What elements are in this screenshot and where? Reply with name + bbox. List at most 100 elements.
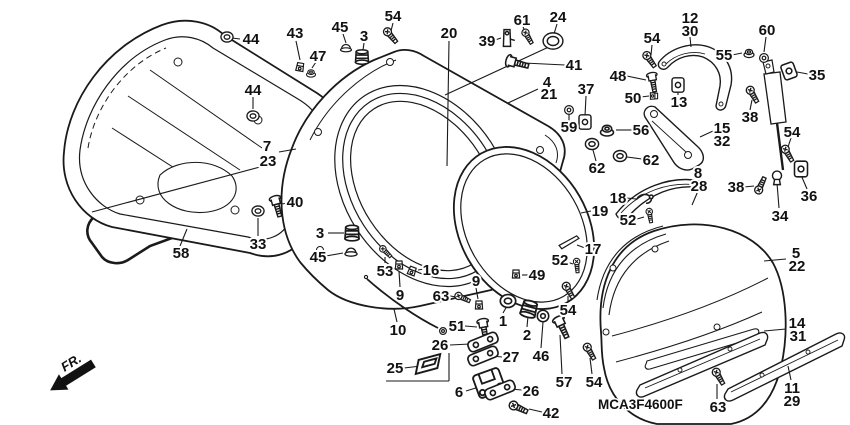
- leader-line: [311, 61, 317, 69]
- part-label-24: 24: [550, 9, 567, 26]
- leader-line: [576, 244, 586, 249]
- part-label-16: 16: [423, 262, 440, 279]
- bolt-icon: [503, 53, 531, 73]
- fr-direction-arrow: FR.: [50, 351, 96, 391]
- part-label-35: 35: [809, 67, 826, 84]
- part-label-23: 23: [260, 153, 277, 170]
- saddlebag-body-5-22: [596, 223, 787, 425]
- part-label-51: 51: [449, 318, 466, 335]
- part-label-38: 38: [742, 109, 759, 126]
- leader-line: [475, 287, 479, 300]
- leader-line: [528, 408, 543, 413]
- part-label-18: 18: [610, 190, 627, 207]
- rear-garnish-12-30: [657, 44, 733, 111]
- leader-line: [523, 62, 566, 66]
- block-icon: [671, 77, 685, 93]
- part-label-26: 26: [523, 383, 540, 400]
- part-label-13: 13: [671, 94, 688, 111]
- part-label-54: 54: [385, 8, 402, 25]
- grommet-icon: [220, 31, 234, 43]
- ball-icon: [771, 170, 783, 186]
- leader-line: [507, 88, 539, 104]
- part-label-55: 55: [716, 47, 733, 64]
- leader-line: [281, 202, 288, 205]
- washer-icon: [536, 309, 550, 323]
- part-label-28: 28: [691, 178, 708, 195]
- part-label-25: 25: [387, 360, 404, 377]
- screw-icon: [744, 84, 762, 105]
- leader-line: [776, 182, 780, 209]
- clip-icon: [474, 300, 484, 310]
- part-label-15: 15: [714, 120, 731, 137]
- part-label-60: 60: [759, 22, 776, 39]
- block-icon: [793, 160, 809, 178]
- diagram-code: MCA3F4600F: [598, 397, 683, 412]
- part-label-29: 29: [784, 393, 801, 410]
- part-label-9: 9: [396, 287, 404, 304]
- part-label-26: 26: [432, 337, 449, 354]
- leader-line: [444, 44, 554, 96]
- part-label-48: 48: [610, 68, 627, 85]
- part-label-47: 47: [310, 48, 327, 65]
- leader-line: [650, 44, 653, 56]
- leader-line: [446, 40, 450, 167]
- part-label-3: 3: [316, 225, 324, 242]
- opener-cable-10: [363, 274, 439, 329]
- clip-icon: [394, 260, 404, 270]
- part-label-8: 8: [694, 165, 702, 182]
- part-label-1: 1: [499, 313, 507, 330]
- part-label-45: 45: [310, 249, 327, 266]
- part-label-33: 33: [250, 236, 267, 253]
- grommet-icon: [499, 293, 517, 309]
- leader-line: [626, 197, 637, 200]
- leader-line: [566, 261, 574, 265]
- part-label-31: 31: [790, 328, 807, 345]
- part-label-30: 30: [682, 23, 699, 40]
- grommet-icon: [251, 205, 265, 217]
- part-label-61: 61: [514, 12, 531, 29]
- part-label-49: 49: [529, 267, 546, 284]
- part-label-62: 62: [643, 152, 660, 169]
- clip-icon: [295, 61, 305, 73]
- leader-line: [393, 308, 398, 323]
- part-label-19: 19: [592, 203, 609, 220]
- part-label-46: 46: [533, 348, 550, 365]
- leader-line: [398, 270, 401, 288]
- eyelet-icon: [439, 327, 447, 335]
- part-label-41: 41: [566, 57, 583, 74]
- part-label-54: 54: [586, 374, 603, 391]
- part-label-44: 44: [243, 31, 260, 48]
- part-label-11: 11: [784, 380, 800, 397]
- part-label-37: 37: [578, 81, 595, 98]
- part-label-56: 56: [633, 122, 650, 139]
- leader-line: [449, 343, 471, 346]
- part-label-50: 50: [625, 90, 642, 107]
- part-label-32: 32: [714, 133, 731, 150]
- part-label-5: 5: [792, 245, 800, 262]
- part-label-9: 9: [472, 273, 480, 290]
- part-label-2: 2: [523, 327, 531, 344]
- grommet-icon: [246, 110, 260, 122]
- part-label-54: 54: [784, 124, 801, 141]
- part-label-63: 63: [433, 288, 450, 305]
- leader-line: [731, 52, 743, 56]
- leader-line: [589, 357, 593, 375]
- lid-rail-molding-8-28: [615, 178, 707, 221]
- leader-line: [626, 75, 647, 81]
- part-label-36: 36: [801, 188, 818, 205]
- part-label-54: 54: [560, 302, 577, 319]
- latch-icon: [502, 28, 516, 48]
- part-label-62: 62: [589, 160, 606, 177]
- part-label-40: 40: [287, 194, 304, 211]
- leader-line: [763, 36, 767, 53]
- part-label-52: 52: [552, 252, 569, 269]
- washer-icon: [758, 52, 770, 64]
- bolt-icon: [645, 70, 661, 94]
- leader-line: [464, 325, 478, 328]
- part-label-10: 10: [390, 322, 407, 339]
- leader-line: [749, 99, 753, 111]
- striker-icon: [411, 353, 445, 375]
- leader-line: [787, 365, 792, 381]
